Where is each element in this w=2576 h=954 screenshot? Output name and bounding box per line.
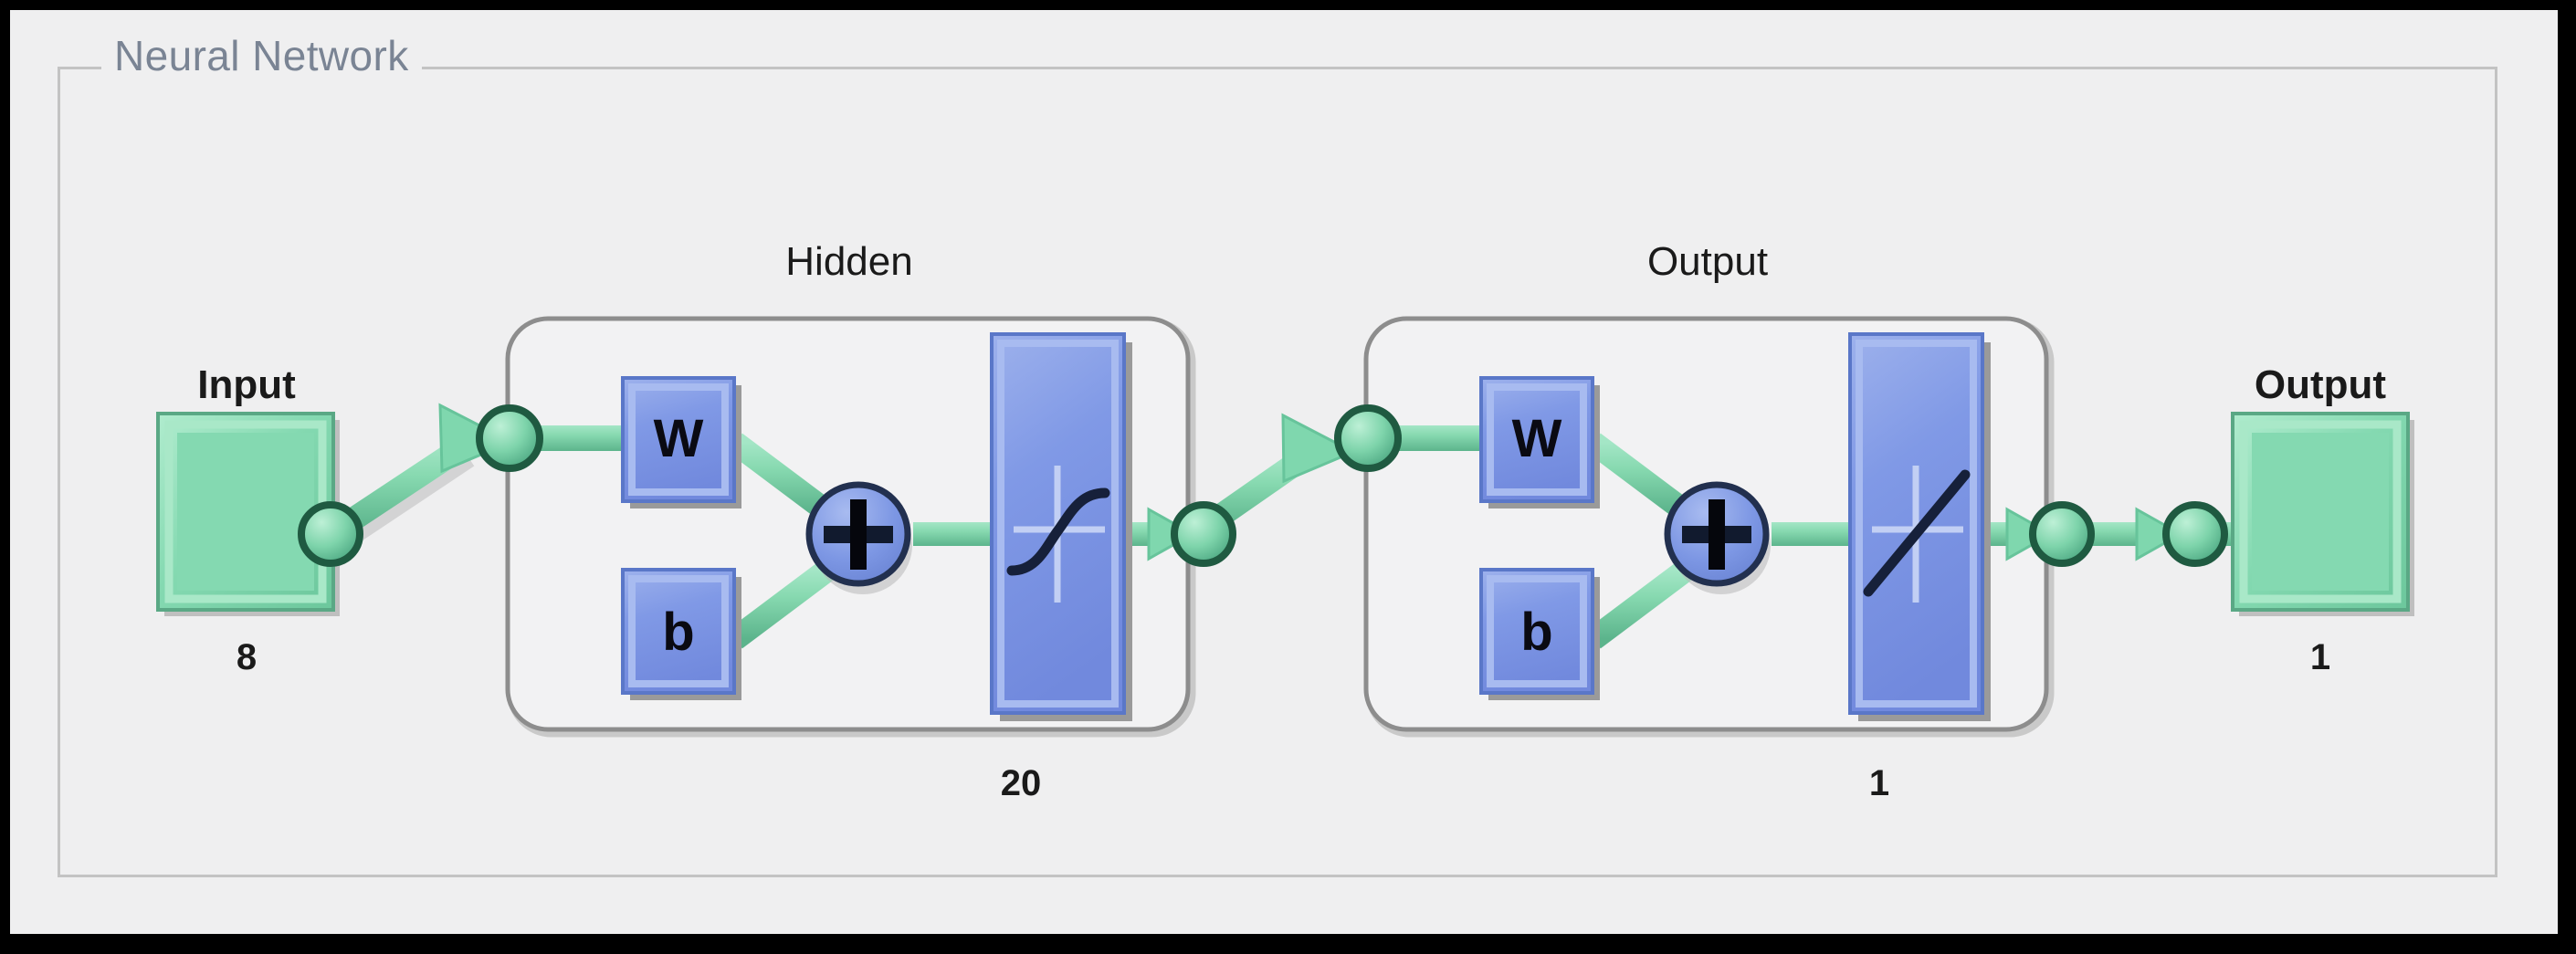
output-size-label-right: 1	[2309, 637, 2331, 677]
input-size-label: 8	[236, 637, 258, 677]
group-title: Neural Network	[101, 35, 422, 77]
output-size-label: 1	[1868, 763, 1890, 803]
diagram-canvas: Neural Network	[10, 10, 2558, 934]
neural-network-groupbox	[58, 67, 2497, 877]
hidden-layer-label: Hidden	[785, 239, 913, 284]
input-label: Input	[197, 362, 296, 407]
hidden-size-label: 20	[1000, 763, 1042, 803]
output-layer-label: Output	[1646, 239, 1769, 284]
output-label: Output	[2254, 362, 2387, 407]
